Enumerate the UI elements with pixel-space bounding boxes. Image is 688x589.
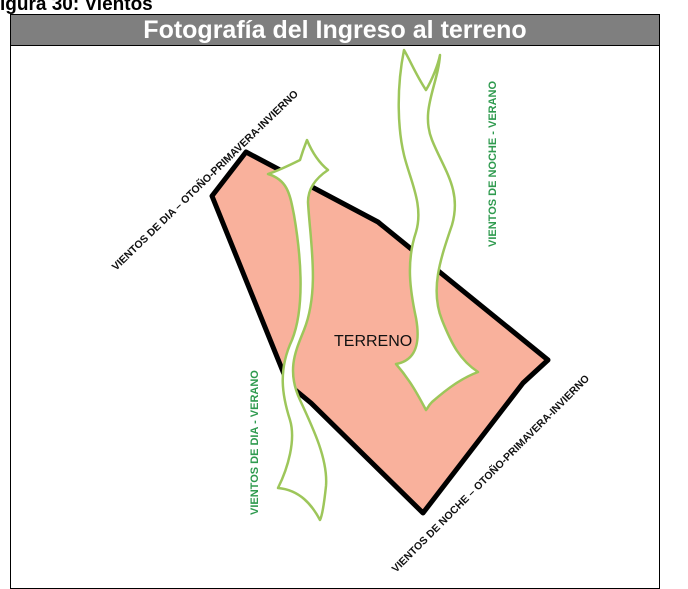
night-wind-arrow (394, 48, 480, 412)
night-wind-summer-label: VIENTOS DE NOCHE - VERANO (487, 81, 499, 247)
day-wind-arrow (266, 138, 330, 522)
terrain-label: TERRENO (334, 333, 412, 350)
day-wind-summer-label: VIENTOS DE DIA - VERANO (249, 370, 261, 515)
title-bar: Fotografía del Ingreso al terreno (11, 15, 659, 46)
figure-caption: igura 30: Vientos (0, 0, 153, 15)
figure-title: Fotografía del Ingreso al terreno (143, 16, 527, 44)
